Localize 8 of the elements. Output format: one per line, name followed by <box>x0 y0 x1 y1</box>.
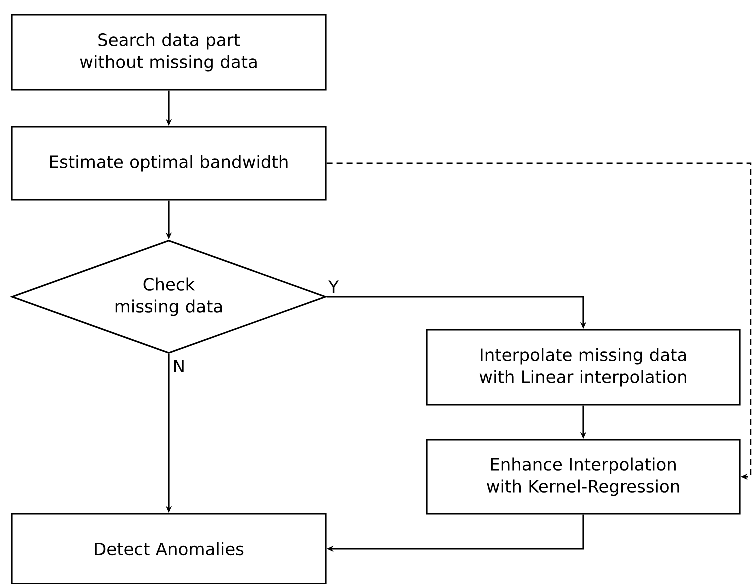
process-box: Search data part without missing data <box>11 14 327 91</box>
edge-label: Y <box>328 280 340 294</box>
process-box: Interpolate missing data with Linear interpolation <box>426 329 741 406</box>
process-box: Estimate optimal bandwidth <box>11 126 327 201</box>
process-box: Enhance Interpolation with Kernel-Regression <box>426 439 741 515</box>
edge-label: N <box>172 359 187 374</box>
process-box: Detect Anomalies <box>11 513 327 584</box>
arrow <box>326 162 752 480</box>
